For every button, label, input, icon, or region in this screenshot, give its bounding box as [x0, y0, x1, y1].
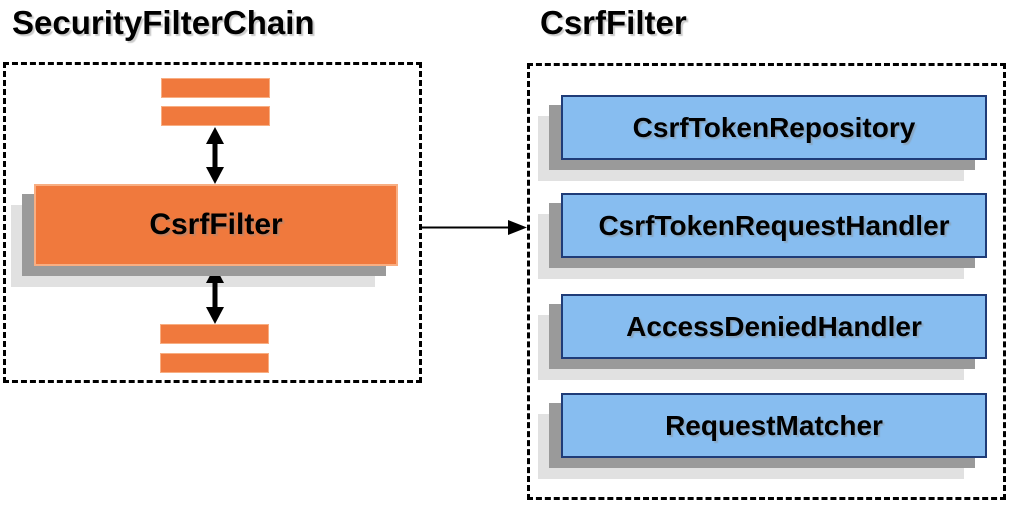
bidirectional-arrow-icon	[206, 127, 224, 184]
filter-placeholder-bar	[161, 106, 270, 126]
csrf-filter-box: CsrfFilter	[11, 184, 398, 287]
flow-arrow-icon	[422, 220, 527, 235]
component-label: CsrfTokenRepository	[561, 95, 987, 160]
component-label: AccessDeniedHandler	[561, 294, 987, 359]
csrf-filter-title: CsrfFilter	[540, 4, 687, 41]
csrf-filter-box-label: CsrfFilter	[34, 184, 398, 266]
component-label: CsrfTokenRequestHandler	[561, 193, 987, 258]
component-box: AccessDeniedHandler	[538, 294, 987, 380]
filter-placeholder-bar	[161, 78, 270, 98]
component-box: CsrfTokenRepository	[538, 95, 987, 181]
component-label: RequestMatcher	[561, 393, 987, 458]
component-box: CsrfTokenRequestHandler	[538, 193, 987, 279]
filter-placeholder-bar	[160, 353, 269, 373]
security-filter-chain-title: SecurityFilterChain	[12, 4, 315, 41]
filter-placeholder-bar	[160, 324, 269, 344]
component-box: RequestMatcher	[538, 393, 987, 479]
csrf-filter-components-container: CsrfTokenRepository CsrfTokenRequestHand…	[527, 63, 1006, 500]
security-filter-chain-container: CsrfFilter	[3, 62, 422, 383]
